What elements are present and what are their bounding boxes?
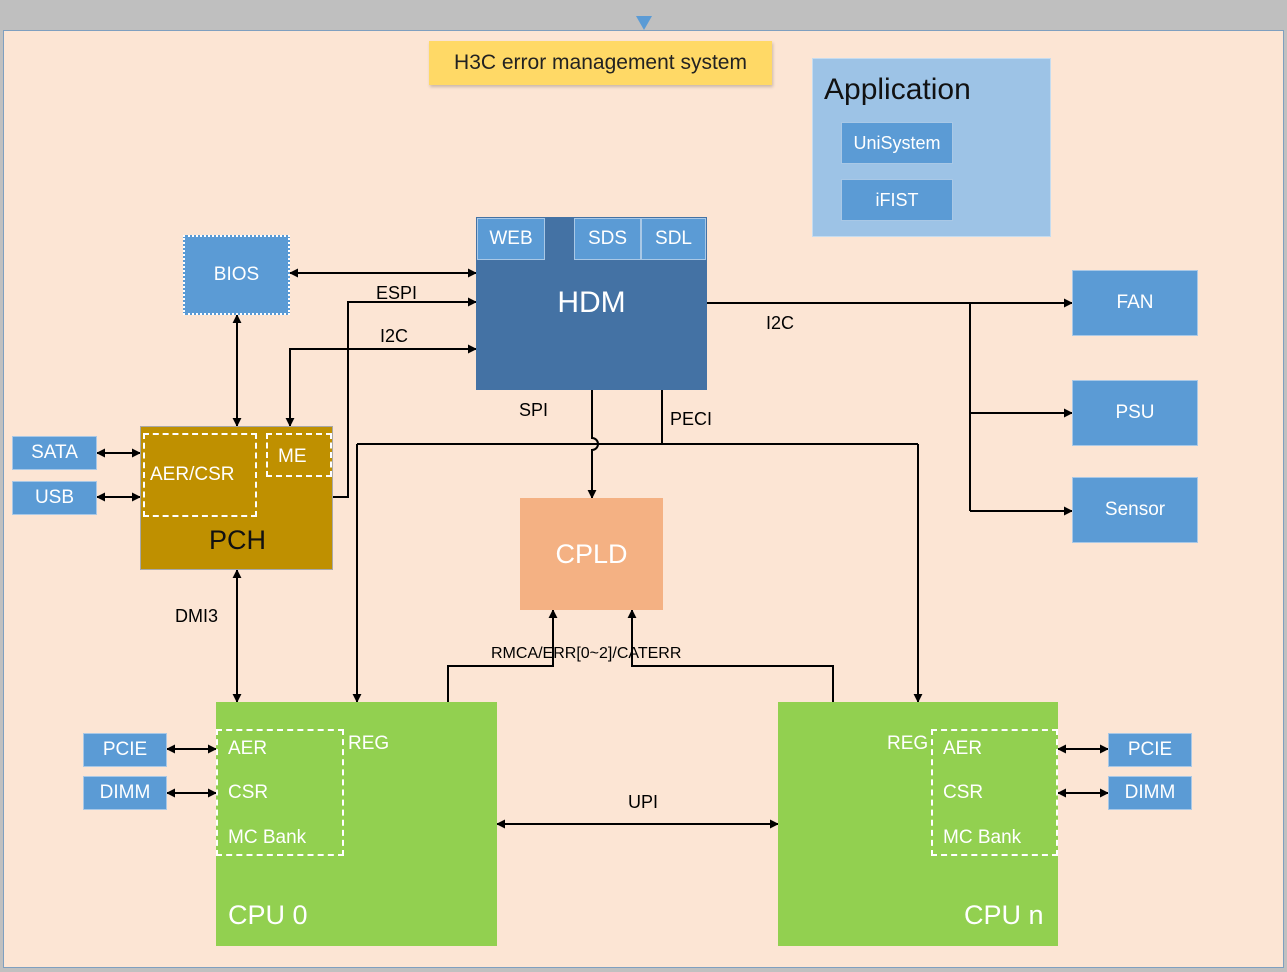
cpun-error-region [931, 729, 1058, 856]
bios-label: BIOS [213, 264, 260, 285]
bios-box: BIOS [183, 235, 290, 315]
cpu0-dimm-label: DIMM [99, 782, 151, 803]
cpu0-label: CPU 0 [228, 900, 308, 930]
rmca-cpun-link [627, 609, 834, 702]
hdm-tab-sdl-label: SDL [655, 228, 692, 249]
psu-box: PSU [1072, 380, 1198, 446]
me-label: ME [278, 446, 307, 467]
diagram-title-text: H3C error management system [454, 51, 747, 74]
pch-box: PCH [140, 426, 333, 570]
me-region [266, 433, 332, 477]
sensor-box: Sensor [1072, 477, 1198, 543]
cpun-label: CPU n [964, 900, 1044, 930]
espi-label: ESPI [376, 283, 418, 303]
cpun-dimm-box: DIMM [1108, 776, 1192, 810]
rmca-label: RMCA/ERR[0~2]/CATERR [491, 645, 682, 662]
application-panel: Application UniSystem iFIST [812, 58, 1051, 237]
upi-label: UPI [628, 792, 659, 812]
sata-label: SATA [31, 442, 78, 463]
top-anchor-marker [636, 16, 652, 30]
unisystem-label: UniSystem [853, 132, 941, 153]
psu-label: PSU [1115, 402, 1155, 423]
ifist-label: iFIST [875, 189, 919, 210]
cpu0-error-region [216, 729, 344, 856]
cpun-mcbank-label: MC Bank [943, 827, 1022, 848]
cpu0-dimm-box: DIMM [83, 776, 167, 810]
cpu0-mcbank-label: MC Bank [228, 827, 307, 848]
usb-label: USB [34, 487, 75, 508]
diagram-title: H3C error management system [429, 41, 772, 85]
top-bar [0, 0, 1287, 30]
fan-label: FAN [1116, 292, 1154, 313]
cpun-box [778, 702, 1058, 946]
i2c-right-label: I2C [766, 313, 795, 333]
cpun-dimm-label: DIMM [1124, 782, 1176, 803]
cpu0-pcie-box: PCIE [83, 733, 167, 767]
hdm-tab-web: WEB [477, 218, 545, 260]
cpun-reg-label: REG [887, 733, 929, 754]
cpun-pcie-label: PCIE [1127, 739, 1173, 760]
ifist-box: iFIST [841, 179, 953, 221]
hdm-tab-sds: SDS [574, 218, 641, 260]
cpun-aer-label: AER [943, 738, 983, 759]
hdm-tab-web-label: WEB [489, 228, 533, 249]
hdm-tab-sds-label: SDS [587, 228, 628, 249]
cpu0-csr-label: CSR [228, 782, 269, 803]
aer-csr-label: AER/CSR [150, 464, 235, 485]
cpld-box: CPLD [520, 498, 663, 610]
sata-box: SATA [12, 436, 97, 470]
cpun-pcie-box: PCIE [1108, 733, 1192, 767]
cpld-label: CPLD [555, 538, 628, 569]
aer-csr-region [143, 433, 257, 517]
pch-label: PCH [209, 525, 267, 555]
dmi-label: DMI3 [175, 606, 219, 626]
spi-label: SPI [519, 400, 549, 420]
fan-box: FAN [1072, 270, 1198, 336]
cpu0-aer-label: AER [228, 738, 268, 759]
application-title: Application [824, 73, 971, 106]
peci-label: PECI [670, 409, 713, 429]
hdm-label: HDM [557, 285, 626, 319]
cpu0-reg-label: REG [348, 733, 390, 754]
sensor-label: Sensor [1104, 499, 1166, 520]
cpu0-pcie-label: PCIE [102, 739, 148, 760]
i2c-me-link [285, 344, 477, 427]
hdm-tab-sdl: SDL [641, 218, 706, 260]
rmca-cpu0-link [447, 609, 558, 702]
i2c-left-label: I2C [380, 326, 409, 346]
cpu0-box [216, 702, 497, 946]
unisystem-box: UniSystem [841, 122, 953, 164]
usb-box: USB [12, 481, 97, 515]
cpun-csr-label: CSR [943, 782, 984, 803]
